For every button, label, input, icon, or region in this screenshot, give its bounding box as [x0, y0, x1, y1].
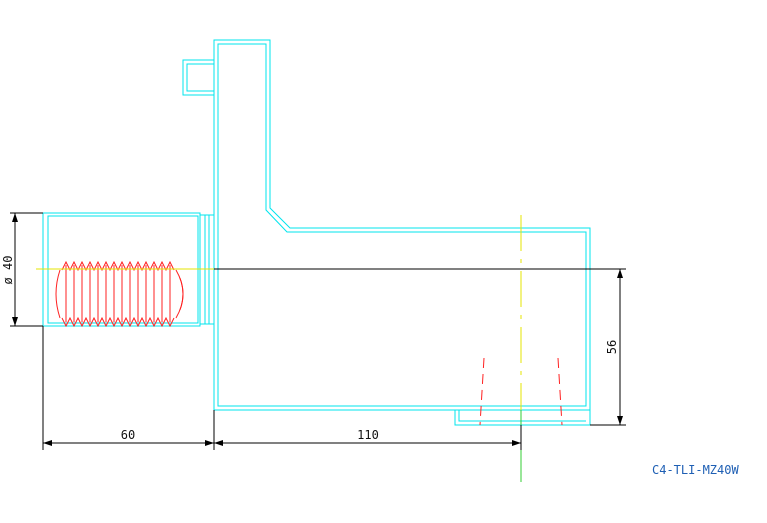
dimension-shank-length: 60	[42, 326, 215, 450]
thread-profile	[55, 260, 184, 328]
body-length-label: 110	[357, 428, 379, 442]
part-code: C4-TLI-MZ40W	[652, 463, 739, 477]
shank-length-label: 60	[121, 428, 135, 442]
diameter-label: ø 40	[1, 256, 15, 285]
dimension-body-length: 110	[214, 425, 522, 450]
dimension-center-height: 56	[590, 269, 626, 426]
tool-holder-body	[182, 39, 591, 426]
hidden-holes	[479, 357, 563, 426]
dimension-diameter: ø 40	[1, 212, 43, 327]
center-height-label: 56	[605, 340, 619, 354]
